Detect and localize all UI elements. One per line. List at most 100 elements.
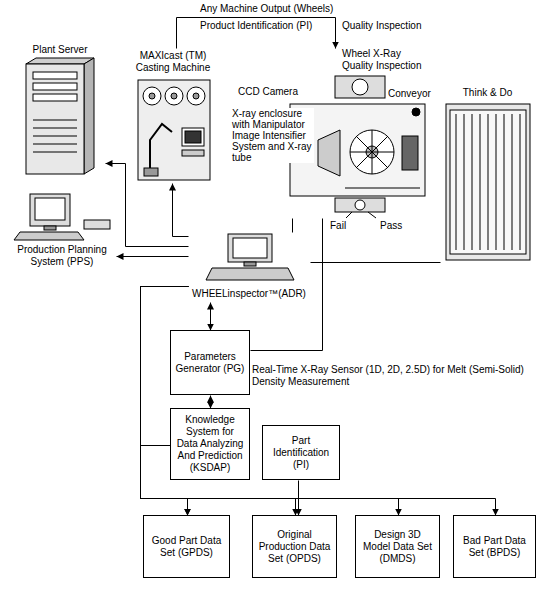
rack-card bbox=[472, 114, 473, 250]
rack-frame bbox=[450, 110, 526, 254]
connector bbox=[141, 287, 399, 516]
rack-card bbox=[496, 114, 497, 250]
annotation-label: Quality Inspection bbox=[342, 20, 422, 32]
text-holder: Wheel X-Ray Quality Inspection bbox=[342, 48, 430, 72]
server-side bbox=[84, 58, 94, 174]
box-text: Parameters Generator (PG) bbox=[175, 351, 245, 375]
process-box: Bad Part Data Set (BPDS) bbox=[453, 515, 536, 578]
pass-tick bbox=[368, 212, 376, 218]
machine-screen bbox=[185, 131, 201, 143]
node-label: Plant Server bbox=[15, 44, 105, 56]
server-top bbox=[26, 58, 94, 64]
text-holder: Parameters Generator (PG) bbox=[175, 351, 245, 375]
fail-tick bbox=[346, 212, 352, 218]
image-intensifier bbox=[318, 130, 340, 176]
text-holder: Good Part Data Set (GPDS) bbox=[148, 535, 225, 559]
server-bay bbox=[33, 72, 77, 79]
text-holder: Plant Server bbox=[15, 44, 105, 56]
rack-card bbox=[480, 114, 481, 250]
rack-body bbox=[446, 104, 530, 260]
rack-illustration bbox=[446, 104, 530, 260]
annotation-label: Conveyor bbox=[388, 88, 431, 100]
adr-computer-illustration bbox=[206, 234, 294, 280]
annotation-label: Product Identification (PI) bbox=[200, 20, 312, 32]
keyboard bbox=[206, 268, 294, 280]
bottom-camera bbox=[335, 198, 385, 212]
machine-body bbox=[138, 80, 210, 180]
modem bbox=[84, 220, 110, 229]
text-holder: Think & Do bbox=[440, 87, 535, 99]
process-box: Knowledge System for Data Analyzing And … bbox=[170, 408, 250, 480]
box-text: Good Part Data Set (GPDS) bbox=[148, 535, 225, 559]
device-node: Plant Server bbox=[15, 42, 105, 179]
rack-card bbox=[504, 114, 505, 250]
connector bbox=[117, 256, 189, 257]
text-holder: Production Planning System (PPS) bbox=[8, 244, 116, 268]
camera-wheel bbox=[355, 200, 365, 210]
monitor bbox=[30, 194, 70, 226]
device-node: WHEELinspector™(ADR) bbox=[188, 232, 310, 302]
connector bbox=[210, 303, 211, 331]
monitor bbox=[228, 234, 272, 262]
machine-wheel bbox=[165, 87, 183, 105]
annotation-label: CCD Camera bbox=[238, 86, 298, 98]
box-text: Bad Part Data Set (BPDS) bbox=[458, 535, 531, 559]
monitor-stand bbox=[44, 226, 56, 230]
server-illustration bbox=[26, 58, 94, 174]
casting-machine-illustration bbox=[138, 80, 210, 180]
radiation-symbol bbox=[412, 108, 420, 116]
server-front bbox=[26, 64, 84, 174]
node-label: Think & Do bbox=[440, 87, 535, 99]
annotation-label: Fail bbox=[330, 220, 346, 232]
connector bbox=[311, 262, 441, 263]
server-grille bbox=[33, 144, 77, 145]
connector bbox=[210, 396, 211, 409]
machine-wheel bbox=[143, 87, 161, 105]
top-camera bbox=[335, 76, 385, 98]
machine-keypad bbox=[182, 150, 204, 156]
connector bbox=[141, 287, 296, 516]
text-holder: MAXIcast (TM) Casting Machine bbox=[128, 50, 218, 74]
connector bbox=[106, 164, 189, 247]
connector bbox=[141, 287, 189, 516]
node-label: WHEELinspector™(ADR) bbox=[188, 288, 310, 300]
edge-label: Any Machine Output (Wheels) bbox=[200, 3, 333, 15]
rack-card bbox=[488, 114, 489, 250]
node-label: Wheel X-Ray Quality Inspection bbox=[342, 48, 430, 72]
text-holder: Knowledge System for Data Analyzing And … bbox=[175, 414, 245, 474]
screen bbox=[35, 198, 65, 220]
xray-tube bbox=[402, 136, 418, 170]
connector bbox=[141, 287, 496, 516]
machine-hub bbox=[171, 93, 177, 99]
text-holder: Bad Part Data Set (BPDS) bbox=[458, 535, 531, 559]
box-text: Original Production Data Set (OPDS) bbox=[257, 529, 332, 565]
box-text: Knowledge System for Data Analyzing And … bbox=[175, 414, 245, 474]
connector bbox=[173, 184, 189, 237]
device-node: MAXIcast (TM) Casting Machine bbox=[128, 48, 218, 183]
wheel-spoke bbox=[356, 136, 388, 168]
rack-card bbox=[464, 114, 465, 250]
node-label: MAXIcast (TM) Casting Machine bbox=[128, 50, 218, 74]
wheel bbox=[350, 130, 394, 174]
process-box: Design 3D Model Data Set (DMDS) bbox=[355, 515, 440, 578]
box-text: Design 3D Model Data Set (DMDS) bbox=[360, 529, 435, 565]
rack-card bbox=[520, 114, 521, 250]
box-text: Part Identification (PI) bbox=[267, 435, 335, 471]
annotation-label: X-ray enclosure with Manipulator Image I… bbox=[232, 108, 314, 163]
process-box: Parameters Generator (PG) bbox=[170, 330, 250, 395]
rack-card bbox=[512, 114, 513, 250]
node-label: Production Planning System (PPS) bbox=[8, 244, 116, 268]
conveyor-belt bbox=[345, 188, 420, 189]
connector bbox=[298, 481, 299, 516]
machine-wheel bbox=[187, 87, 205, 105]
server-grille bbox=[33, 120, 77, 121]
robot-base bbox=[144, 168, 158, 176]
server-bay bbox=[33, 94, 77, 101]
connector bbox=[292, 219, 293, 233]
wheel-spoke bbox=[356, 136, 388, 168]
server-grille bbox=[33, 152, 77, 153]
camera-wheel bbox=[352, 79, 368, 95]
server-grille bbox=[33, 136, 77, 137]
text-holder: Design 3D Model Data Set (DMDS) bbox=[360, 529, 435, 565]
